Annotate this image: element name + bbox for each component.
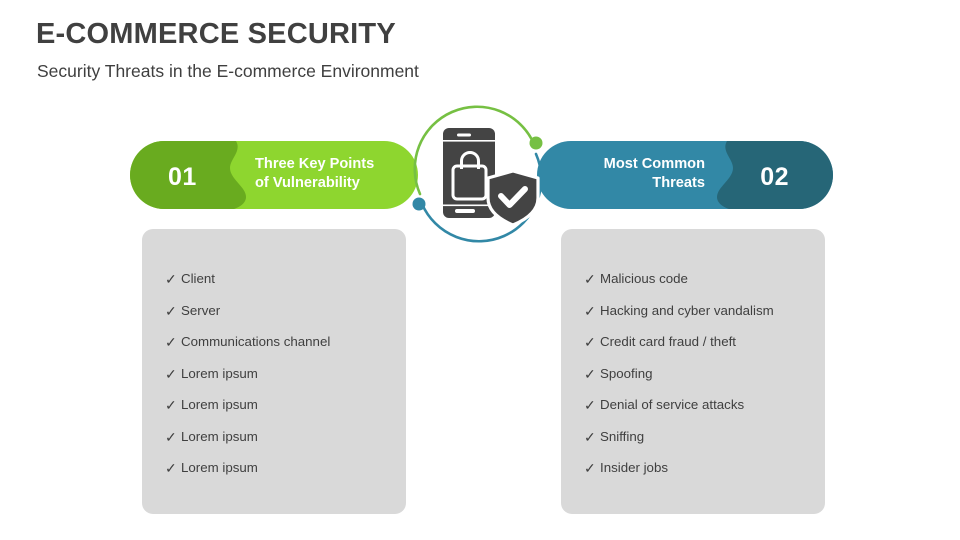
- list-item: ✓ Malicious code: [584, 270, 815, 302]
- section-label-02-line1: Most Common: [603, 156, 705, 172]
- list-item-label: Hacking and cyber vandalism: [600, 302, 774, 318]
- center-emblem: [408, 105, 548, 248]
- shield-check-icon: [486, 169, 540, 227]
- section-badge-01[interactable]: 01 Three Key Points of Vulnerability: [130, 141, 418, 209]
- list-item-label: Lorem ipsum: [181, 365, 258, 381]
- check-icon: ✓: [584, 397, 596, 413]
- list-item-label: Lorem ipsum: [181, 428, 258, 444]
- section-label-01: Three Key Points of Vulnerability: [255, 155, 415, 193]
- badge-shape-blue: [537, 141, 833, 209]
- list-item: ✓ Lorem ipsum: [165, 459, 396, 491]
- badge-shape-green: [130, 141, 418, 209]
- list-item: ✓Lorem ipsum: [165, 428, 396, 460]
- blue-arc: [420, 152, 543, 243]
- list-item: ✓ Insider jobs: [584, 459, 815, 491]
- list-item: ✓ Denial of service attacks: [584, 396, 815, 428]
- green-dot: [529, 136, 543, 150]
- smartphone-icon: [443, 128, 495, 218]
- list-item-label: Client: [181, 271, 215, 286]
- list-item: ✓Lorem ipsum: [165, 365, 396, 397]
- list-item-label: Lorem ipsum: [181, 397, 258, 412]
- section-label-01-line2: of Vulnerability: [255, 175, 360, 191]
- page-subtitle: Security Threats in the E-commerce Envir…: [37, 61, 419, 81]
- check-icon: ✓: [165, 365, 177, 382]
- page-title: E-COMMERCE SECURITY: [36, 18, 396, 50]
- section-number-01: 01: [168, 163, 197, 191]
- check-icon: ✓: [165, 334, 177, 350]
- section-number-02: 02: [760, 163, 789, 191]
- content-panel-02: ✓Malicious code✓Hacking and cyber vandal…: [561, 229, 825, 514]
- list-item-label: Sniffing: [600, 428, 645, 444]
- check-icon: ✓: [584, 302, 596, 319]
- check-icon: ✓: [584, 460, 596, 476]
- list-item-label: Credit card fraud / theft: [600, 334, 736, 349]
- section-label-02-line2: Threats: [652, 175, 705, 191]
- list-item-label: Lorem ipsum: [181, 460, 258, 475]
- content-panel-01: ✓Client✓Server✓Communications channel✓Lo…: [142, 229, 406, 514]
- list-item-label: Denial of service attacks: [600, 397, 745, 412]
- list-item: ✓Sniffing: [584, 428, 815, 460]
- list-item-label: Communications channel: [181, 334, 331, 349]
- check-icon: ✓: [165, 271, 177, 287]
- list-item: ✓ Lorem ipsum: [165, 396, 396, 428]
- list-item-label: Server: [181, 302, 221, 318]
- check-icon: ✓: [165, 460, 177, 476]
- shopping-bag-icon: [451, 151, 488, 201]
- check-icon: ✓: [584, 428, 596, 445]
- green-arc: [413, 105, 536, 196]
- check-icon: ✓: [165, 302, 177, 319]
- check-icon: ✓: [165, 428, 177, 445]
- section-label-02: Most Common Threats: [545, 155, 705, 193]
- list-item: ✓Server: [165, 302, 396, 334]
- check-icon: ✓: [584, 334, 596, 350]
- section-label-01-line1: Three Key Points: [255, 156, 375, 172]
- list-item: ✓ Credit card fraud / theft: [584, 333, 815, 365]
- list-item: ✓ Communications channel: [165, 333, 396, 365]
- checklist-02: ✓Malicious code✓Hacking and cyber vandal…: [584, 270, 815, 491]
- list-item-label: Spoofing: [600, 365, 653, 381]
- blue-dot: [412, 197, 426, 211]
- list-item: ✓Spoofing: [584, 365, 815, 397]
- checklist-01: ✓Client✓Server✓Communications channel✓Lo…: [165, 270, 396, 491]
- list-item-label: Malicious code: [600, 271, 688, 286]
- list-item-label: Insider jobs: [600, 460, 668, 475]
- check-icon: ✓: [584, 365, 596, 382]
- list-item: ✓ Client: [165, 270, 396, 302]
- section-badge-02[interactable]: 02 Most Common Threats: [537, 141, 833, 209]
- check-icon: ✓: [584, 271, 596, 287]
- list-item: ✓Hacking and cyber vandalism: [584, 302, 815, 334]
- check-icon: ✓: [165, 397, 177, 413]
